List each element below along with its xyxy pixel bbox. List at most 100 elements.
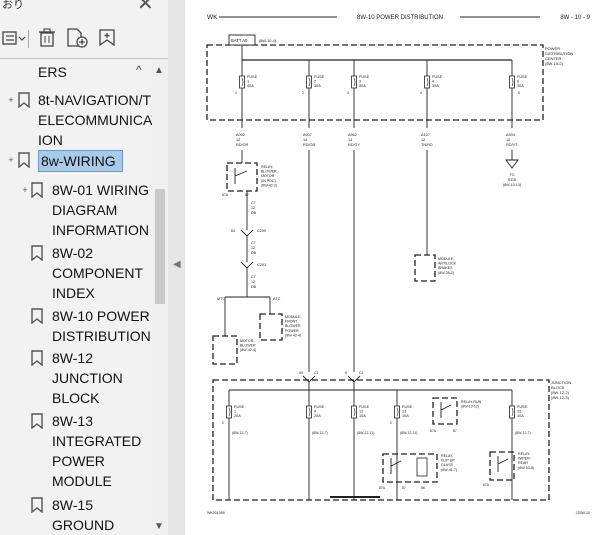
connector-label: C200 (257, 229, 266, 233)
fuse-label: 9 (314, 410, 316, 414)
motor-blower-label: (8W-42-4) (240, 348, 256, 352)
wire-label: C7 (251, 241, 256, 245)
bookmark-tag-icon (99, 29, 115, 47)
fuse-label: 40A (247, 84, 254, 88)
jb-fuse (351, 405, 357, 419)
scrollbar-thumb[interactable] (155, 189, 165, 304)
bookmark-icon (31, 413, 43, 430)
expand-toggle-icon[interactable]: + (8, 155, 14, 165)
relay-flipup-label: RELAY- (441, 454, 454, 458)
fuse-element (511, 77, 514, 87)
pdc-label: POWER (545, 46, 560, 51)
pin-label: 2 (390, 421, 392, 425)
pdc-label: (8W-10-2) (545, 61, 564, 66)
fuse-element (308, 407, 311, 417)
options-menu-button[interactable] (2, 26, 26, 50)
module-front-blower-box (259, 313, 283, 341)
relay-wiper-label: RELAY- (518, 452, 531, 456)
fuse-label: FUSE (314, 405, 325, 409)
fuse-label: 3 (359, 80, 361, 84)
fuse-element (426, 77, 429, 87)
junction-block-label: (8W-12-2) (551, 390, 570, 395)
fuse-label: 13 (402, 410, 406, 414)
batt-label: BATT A0 (231, 38, 248, 43)
bookmark-label: 8W-13 INTEGRATED POWER MODULE (52, 413, 142, 489)
relay-blower-label: BLOWER (261, 170, 277, 174)
pin-label: C1 (359, 371, 364, 375)
toolbar-separator (28, 30, 29, 48)
fuse-ref: (8W-12-11) (357, 431, 374, 435)
wire-label: DB (251, 251, 257, 255)
relay-contact (234, 168, 248, 184)
ground-symbol (505, 159, 519, 169)
pin-label: C1 (314, 371, 319, 375)
expand-bookmark-button[interactable] (95, 26, 119, 50)
panel-divider (0, 58, 168, 59)
relay-pin-label: 87A (430, 429, 437, 433)
bookmarks-scrollbar[interactable]: ▲ ▼ (152, 59, 168, 535)
bookmarks-panel: おり ✕ (0, 0, 169, 535)
relay-blower-label: (8W-42-2) (261, 183, 277, 187)
pin-label: 6 (518, 91, 520, 95)
relay-flipup-label: GLASS (441, 463, 454, 467)
fuse-label: FUSE (359, 75, 370, 79)
new-bookmark-icon (67, 28, 88, 48)
delete-bookmark-button[interactable] (36, 26, 58, 50)
fuse-label: 6 (517, 80, 519, 84)
wire-label: A907 (303, 133, 312, 137)
module-front-label: BLOWER (285, 324, 301, 328)
connector-c1 (302, 375, 316, 383)
scroll-up-icon[interactable]: ▲ (154, 65, 164, 76)
bookmark-icon (18, 92, 30, 109)
wire-label: 12 (236, 138, 240, 142)
header-left: WK (207, 14, 218, 21)
bookmark-label: 8w-WIRING (38, 150, 123, 172)
pdc-label: DISTRIBUTION (545, 51, 573, 56)
wire-label: 12 (251, 246, 255, 250)
bookmark-tree: ERS^+8t-NAVIGATION/T ELECOMMUNICAT ION+8… (0, 59, 152, 535)
expand-toggle-icon[interactable]: + (22, 185, 28, 195)
module-front-label: FRONT (285, 320, 298, 324)
relay-run-box (432, 397, 458, 425)
fuse-label: 4 (432, 80, 434, 84)
junction-block-label: JUNCTION (551, 380, 571, 385)
relay-contact (390, 458, 402, 474)
fuse-label: FUSE (402, 405, 413, 409)
connector-c201 (240, 261, 254, 269)
ground-label: (8W-10-13) (503, 183, 521, 187)
fuse-label: FUSE (432, 75, 443, 79)
fuse-element (228, 407, 231, 417)
connector-label: C201 (257, 263, 266, 267)
expand-toggle-icon[interactable]: + (8, 95, 14, 105)
trash-icon (39, 28, 55, 47)
panel-splitter[interactable]: ◀ (168, 0, 185, 535)
collapse-panel-icon[interactable]: ◀ (173, 259, 181, 270)
module-antilock-label: ANTILOCK (438, 262, 457, 266)
fuse-label: 10A (517, 414, 524, 418)
relay-blower-label: (IN PDC) (261, 179, 276, 183)
fuse-element (511, 407, 514, 417)
pdc-fuse (351, 75, 357, 89)
wire-label: 12 (251, 206, 255, 210)
wire-label: TN/RD (421, 143, 433, 147)
pdc-fuse (509, 75, 515, 89)
bookmark-label: 8t-NAVIGATION/T ELECOMMUNICAT ION (38, 92, 152, 148)
fuse-label: 1 (234, 410, 236, 414)
relay-flipup-label: FLIP-UP (441, 459, 455, 463)
collapse-caret-icon[interactable]: ^ (136, 63, 142, 77)
fuse-label: 30A (517, 84, 524, 88)
module-antilock-box (414, 254, 436, 282)
close-panel-button[interactable]: ✕ (137, 0, 154, 15)
fuse-label: FUSE (517, 405, 528, 409)
fuse-label: 20A (234, 414, 241, 418)
fuse-label: 2 (314, 80, 316, 84)
add-bookmark-button[interactable] (65, 26, 89, 50)
wire-label: 14 (348, 138, 352, 142)
fuse-element (396, 407, 399, 417)
fuse-label: FUSE (314, 75, 325, 79)
scroll-down-icon[interactable]: ▼ (154, 521, 164, 532)
bookmark-icon (31, 245, 43, 262)
